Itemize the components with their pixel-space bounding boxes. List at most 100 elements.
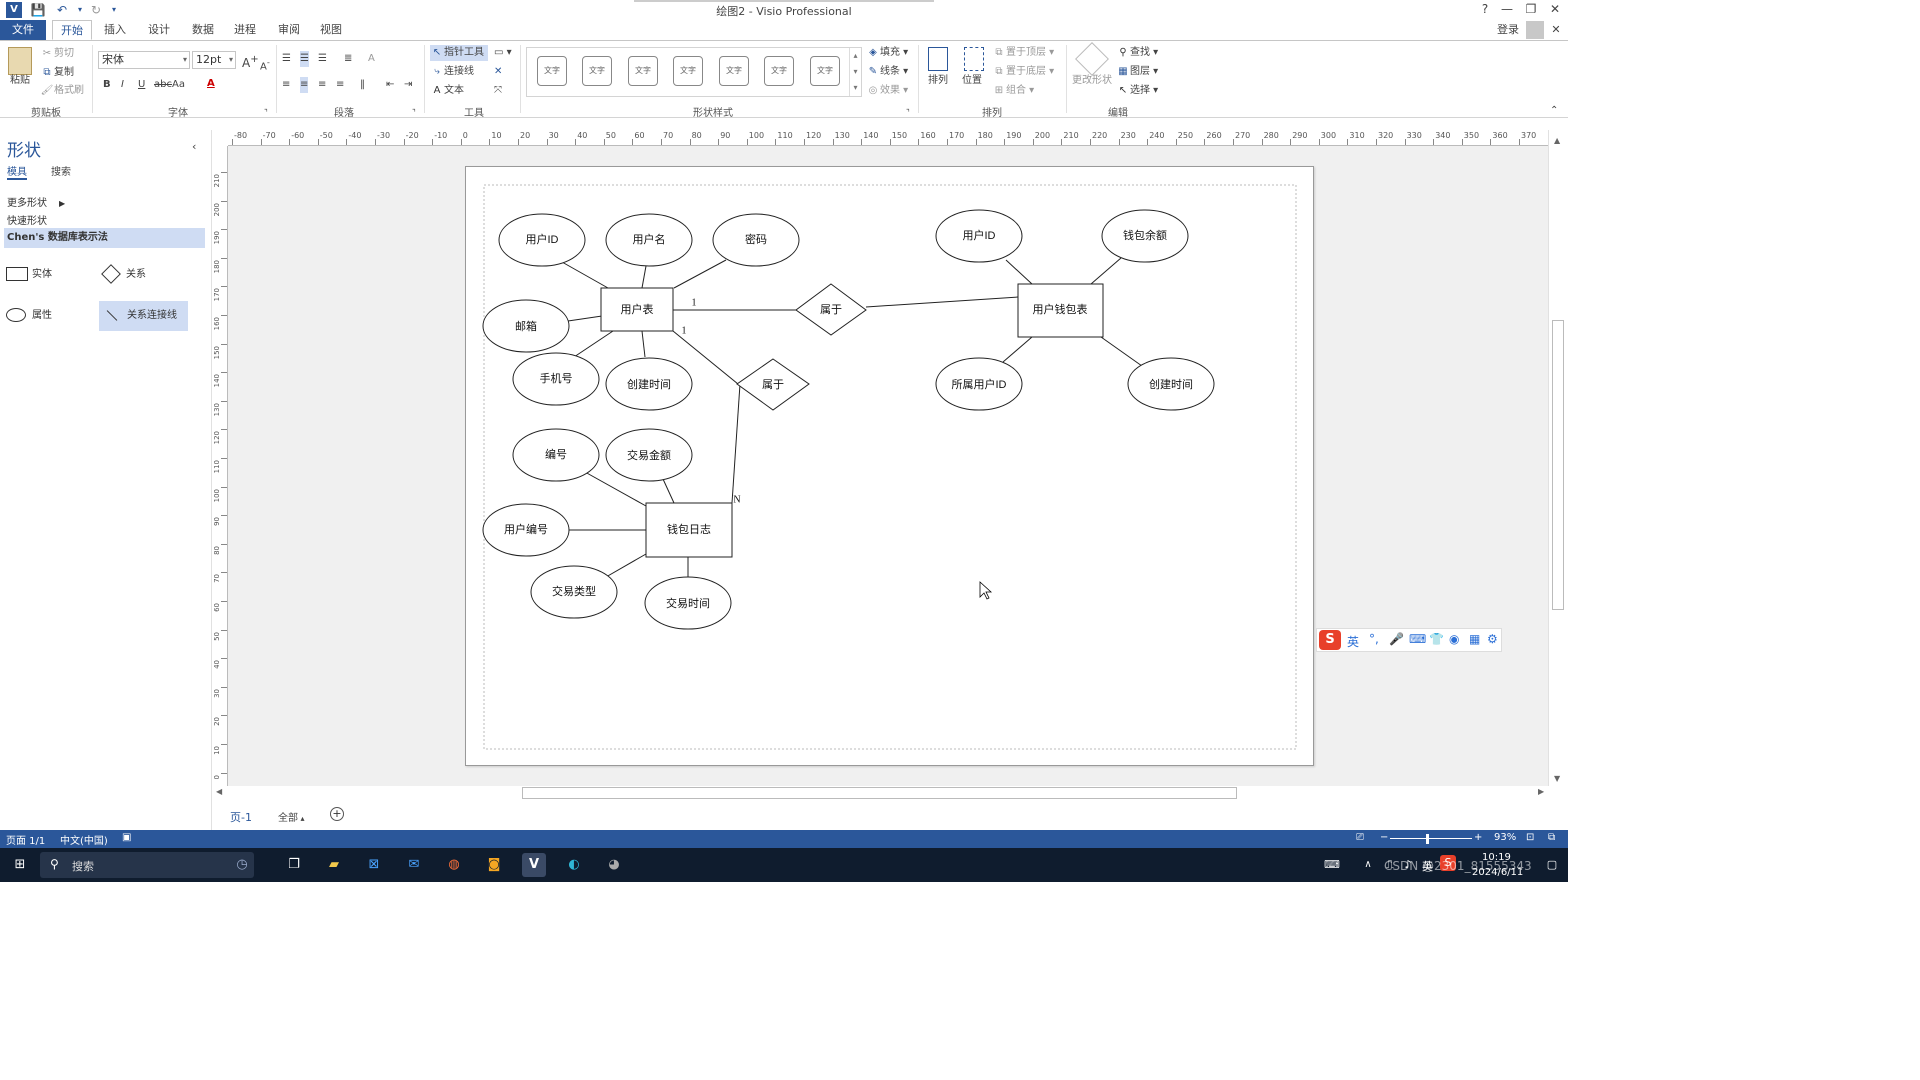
layers-button[interactable]: ▦图层 ▾ [1116, 64, 1158, 80]
shrink-font-icon[interactable]: A- [260, 57, 270, 73]
connector-line[interactable] [1005, 259, 1033, 285]
macro-record-icon[interactable]: ▣ [122, 832, 132, 843]
switch-windows-icon[interactable]: ⧉ [1548, 832, 1556, 843]
connector-line[interactable] [567, 315, 603, 322]
effects-button[interactable]: ◎效果 ▾ [866, 83, 909, 99]
connector-line[interactable] [584, 471, 647, 507]
store-icon[interactable]: ⊠ [368, 857, 380, 872]
attr-trade-type[interactable] [530, 565, 618, 619]
relationship-belongs-2[interactable] [736, 358, 810, 411]
volume-icon[interactable]: ♪ [1404, 858, 1412, 871]
align-top-icon[interactable]: ☰ [282, 53, 291, 64]
rectangle-tool-icon[interactable]: ▭ ▾ [494, 47, 512, 58]
style-swatch[interactable]: 文字 [719, 56, 749, 86]
tab-data[interactable]: 数据 [192, 23, 214, 36]
file-explorer-icon[interactable]: ▰ [329, 857, 339, 872]
page-tab-1[interactable]: 页-1 [230, 811, 252, 824]
paste-button[interactable]: 粘贴 [10, 75, 30, 86]
zoom-slider[interactable] [1390, 838, 1472, 839]
change-case-button[interactable]: Aa [172, 79, 185, 90]
tab-design[interactable]: 设计 [148, 23, 170, 36]
presentation-mode-icon[interactable]: ⎚ [1356, 832, 1364, 843]
zoom-in-icon[interactable]: + [1474, 832, 1483, 843]
shape-relationship[interactable]: 关系 [100, 260, 190, 290]
sogou-logo-icon[interactable]: S [1319, 630, 1341, 650]
drawing-canvas[interactable]: 用户表 用户钱包表 钱包日志 属于 属于 用户ID 用户名 密码 邮箱 手机号 … [228, 146, 1548, 786]
connector-line[interactable] [662, 478, 675, 504]
search-highlight-icon[interactable]: ◷ [236, 857, 248, 872]
minimize-button[interactable]: — [1501, 2, 1513, 16]
undo-icon[interactable]: ↶ [56, 3, 68, 17]
entity-user-table[interactable] [600, 287, 674, 332]
microphone-icon[interactable]: 🎤 [1389, 632, 1404, 646]
firefox-icon[interactable]: ◍ [448, 857, 460, 872]
collapse-ribbon-icon[interactable]: ⌃ [1550, 105, 1559, 116]
attr-user-id[interactable] [498, 213, 586, 267]
undo-dropdown-icon[interactable]: ▾ [77, 5, 82, 14]
align-middle-icon[interactable]: ☰ [300, 51, 309, 67]
game-icon[interactable]: ◉ [1449, 632, 1460, 646]
attr-amount[interactable] [605, 428, 693, 482]
connector-line[interactable] [1100, 336, 1143, 367]
quick-shapes-link[interactable]: 快速形状 [7, 216, 47, 227]
sogou-tray-icon[interactable]: S [1440, 855, 1456, 871]
font-name-select[interactable]: 宋体▾ [98, 51, 190, 69]
connector-line[interactable] [1090, 257, 1122, 285]
attr-email[interactable] [482, 299, 570, 353]
entity-wallet-log[interactable] [645, 502, 733, 558]
tab-view[interactable]: 视图 [320, 23, 342, 36]
clock-date[interactable]: 2024/6/11 [1472, 867, 1524, 878]
taskbar-search-box[interactable]: ⚲ 搜索 [40, 852, 254, 878]
grow-font-icon[interactable]: A+ [242, 54, 259, 70]
add-page-button[interactable]: + [330, 807, 344, 821]
attr-password[interactable] [712, 213, 800, 267]
login-link[interactable]: 登录 [1497, 23, 1519, 36]
connector-line[interactable] [1002, 336, 1033, 363]
mail-icon[interactable]: ✉ [408, 857, 420, 872]
connector-line[interactable] [641, 265, 647, 289]
text-direction-icon[interactable]: A [368, 53, 375, 64]
connector-line[interactable] [731, 383, 741, 504]
shape-entity[interactable]: 实体 [6, 260, 96, 290]
windows-start-icon[interactable]: ⊞ [14, 857, 26, 872]
line-button[interactable]: ✎线条 ▾ [866, 64, 908, 80]
input-language[interactable]: 英 [1422, 860, 1433, 873]
edge-icon[interactable]: ◐ [568, 857, 580, 872]
close-button[interactable]: ✕ [1549, 2, 1561, 16]
attr-wallet-user-id[interactable] [935, 209, 1023, 263]
align-left-icon[interactable]: ≡ [282, 79, 291, 90]
scroll-left-icon[interactable]: ◀ [216, 787, 223, 796]
relationship-belongs-1[interactable] [795, 283, 867, 336]
style-swatch[interactable]: 文字 [628, 56, 658, 86]
vertical-text-icon[interactable]: ‖ [360, 79, 365, 90]
shape-styles-dialog-launcher-icon[interactable]: ⌝ [906, 108, 910, 117]
avatar-icon[interactable] [1526, 21, 1544, 39]
font-color-button[interactable]: A [207, 78, 215, 89]
zoom-level[interactable]: 93% [1494, 832, 1517, 843]
style-swatch[interactable]: 文字 [537, 56, 567, 86]
help-button[interactable]: ? [1481, 2, 1489, 16]
settings-icon[interactable]: ⚙ [1487, 632, 1498, 646]
customize-quick-access-icon[interactable]: ▾ [111, 5, 116, 14]
font-dialog-launcher-icon[interactable]: ⌝ [264, 108, 268, 117]
attr-phone[interactable] [512, 352, 600, 406]
connector-line[interactable] [865, 296, 1019, 308]
copy-button[interactable]: ⧉复制 [40, 65, 74, 81]
font-size-select[interactable]: 12pt▾ [192, 51, 236, 69]
attr-owner-user-id[interactable] [935, 357, 1023, 411]
style-swatch[interactable]: 文字 [810, 56, 840, 86]
attr-log-user-no[interactable] [482, 503, 570, 557]
close-document-icon[interactable]: ✕ [1551, 23, 1561, 36]
connector-line[interactable] [561, 261, 609, 289]
notification-icon[interactable]: ▢ [1546, 858, 1558, 871]
tab-insert[interactable]: 插入 [104, 23, 126, 36]
position-icon[interactable] [964, 47, 984, 71]
task-view-icon[interactable]: ❐ [288, 857, 300, 872]
save-icon[interactable]: 💾 [30, 3, 46, 17]
ime-mode-toggle[interactable]: 英 [1347, 635, 1360, 649]
vertical-scroll-thumb[interactable] [1552, 320, 1564, 610]
scroll-up-icon[interactable]: ▲ [1554, 136, 1561, 145]
align-shapes-button[interactable]: 排列 [928, 75, 948, 86]
shape-attribute[interactable]: 属性 [6, 301, 96, 331]
